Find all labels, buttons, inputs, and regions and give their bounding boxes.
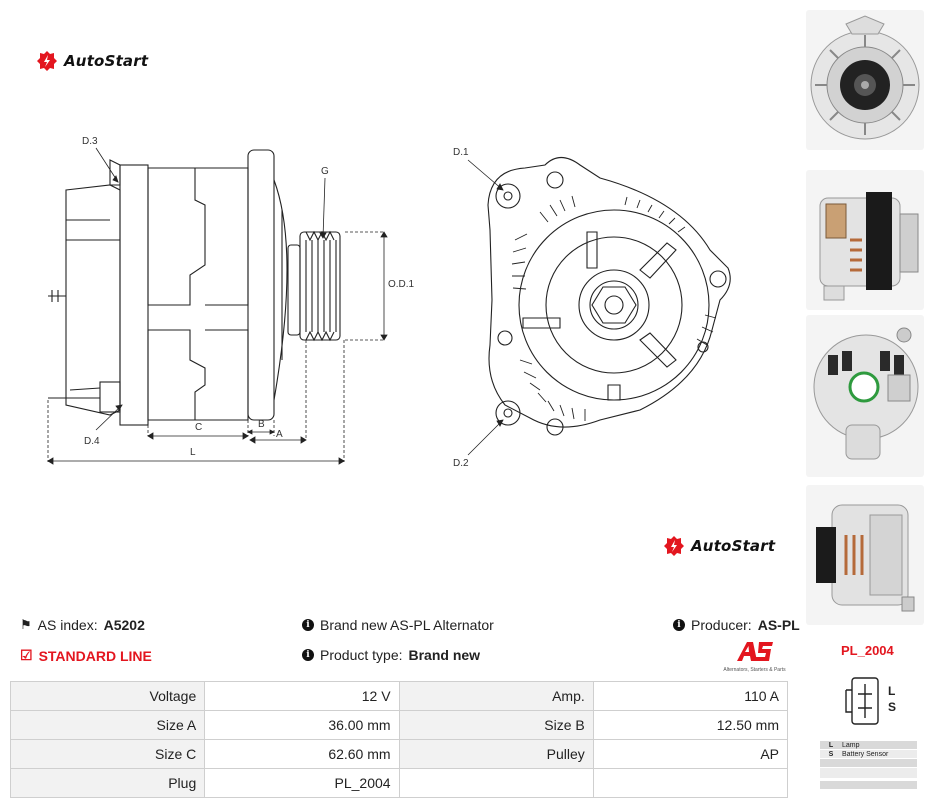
- brand-new-text: Brand new AS-PL Alternator: [320, 617, 494, 633]
- pin-desc: Lamp: [842, 741, 860, 749]
- table-row: Size C 62.60 mm Pulley AP: [9, 739, 789, 769]
- plug-diagram: L S: [842, 670, 902, 732]
- front-view-vents: [511, 195, 717, 421]
- label-d3: D.3: [82, 136, 98, 147]
- autostart-logo-text: AutoStart: [691, 537, 776, 555]
- as-pl-tagline: Alternators, Starters & Parts: [723, 667, 786, 673]
- producer-label: Producer:: [691, 617, 752, 633]
- table-row: Plug PL_2004: [9, 768, 789, 798]
- spec-label: Pulley: [398, 739, 594, 769]
- plug-connector-icon: [845, 677, 879, 725]
- alternator-angled-icon: [816, 504, 915, 612]
- spec-label: Voltage: [9, 681, 206, 711]
- producer: i Producer: AS-PL: [673, 617, 800, 633]
- alternator-front-photo[interactable]: [806, 10, 924, 150]
- plug-pin-s: S: [888, 700, 897, 714]
- plug-code: PL_2004: [841, 643, 894, 658]
- spec-value: 12 V: [204, 681, 400, 711]
- as-index-value: A5202: [103, 617, 145, 633]
- spec-value: AP: [592, 739, 789, 769]
- spec-value: 110 A: [592, 681, 789, 711]
- as-pl-logo-icon: [736, 642, 773, 661]
- spec-label: Amp.: [398, 681, 594, 711]
- alternator-rear-icon: [813, 327, 919, 460]
- standard-line-text: STANDARD LINE: [38, 647, 152, 664]
- label-a: A: [276, 429, 283, 440]
- info-icon: i: [673, 619, 685, 631]
- pin-desc: Battery Sensor: [842, 750, 889, 758]
- autostart-logo-icon: [664, 536, 684, 556]
- label-d4: D.4: [84, 436, 100, 447]
- alternator-front-icon: [810, 15, 920, 140]
- pin-key: L: [828, 741, 834, 749]
- label-c: C: [195, 422, 202, 433]
- spec-table: Voltage 12 V Amp. 110 A Size A 36.00 mm …: [9, 681, 789, 798]
- check-square-icon: ☑: [20, 647, 33, 663]
- plug-pin-l: L: [888, 684, 896, 698]
- alternator-side-icon: [819, 192, 919, 301]
- spec-label: Size C: [9, 739, 206, 769]
- autostart-logo-text: AutoStart: [64, 52, 149, 70]
- spec-value: [592, 768, 789, 798]
- list-item: [820, 781, 917, 790]
- alternator-rear-photo[interactable]: [806, 315, 924, 477]
- label-od1: O.D.1: [388, 279, 415, 290]
- label-b: B: [258, 419, 265, 430]
- list-item: S Battery Sensor: [820, 750, 917, 759]
- product-type-value: Brand new: [408, 647, 481, 663]
- autostart-logo-icon: [37, 51, 57, 71]
- list-item: L Lamp: [820, 741, 917, 750]
- alternator-angled-photo[interactable]: [806, 485, 924, 625]
- brand-new-note: i Brand new AS-PL Alternator: [302, 617, 494, 633]
- spec-label: Size B: [398, 710, 594, 740]
- table-row: Voltage 12 V Amp. 110 A: [9, 681, 789, 711]
- spec-label: Plug: [9, 768, 206, 798]
- pin-key: S: [828, 750, 834, 758]
- info-icon: i: [302, 649, 314, 661]
- as-index-label: AS index:: [37, 617, 98, 633]
- label-l: L: [190, 447, 196, 458]
- as-index: ⚑ AS index: A5202: [20, 617, 145, 633]
- tag-icon: ⚑: [20, 617, 32, 632]
- list-item: [820, 759, 917, 768]
- spec-value: PL_2004: [204, 768, 400, 798]
- spec-value: 36.00 mm: [204, 710, 400, 740]
- autostart-logo-middle: AutoStart: [663, 535, 775, 557]
- label-g: G: [321, 166, 329, 177]
- spec-label: Size A: [9, 710, 206, 740]
- table-row: Size A 36.00 mm Size B 12.50 mm: [9, 710, 789, 740]
- autostart-logo-top: AutoStart: [36, 50, 148, 72]
- info-icon: i: [302, 619, 314, 631]
- standard-line: ☑ STANDARD LINE: [20, 647, 152, 664]
- product-type: i Product type: Brand new: [302, 647, 480, 663]
- spec-label: [398, 768, 594, 798]
- product-type-label: Product type:: [320, 647, 403, 663]
- spec-value: 12.50 mm: [592, 710, 789, 740]
- front-view-drawing: [487, 156, 731, 436]
- label-d1: D.1: [453, 147, 469, 158]
- technical-drawing: D.3 D.4 G O.D.1 C B A L: [47, 136, 731, 469]
- producer-value: AS-PL: [757, 617, 800, 633]
- alternator-side-photo[interactable]: [806, 170, 924, 310]
- pin-legend: L Lamp S Battery Sensor: [820, 741, 917, 790]
- list-item: [820, 768, 917, 779]
- spec-value: 62.60 mm: [204, 739, 400, 769]
- label-d2: D.2: [453, 458, 469, 469]
- as-pl-logo: Alternators, Starters & Parts: [717, 640, 792, 673]
